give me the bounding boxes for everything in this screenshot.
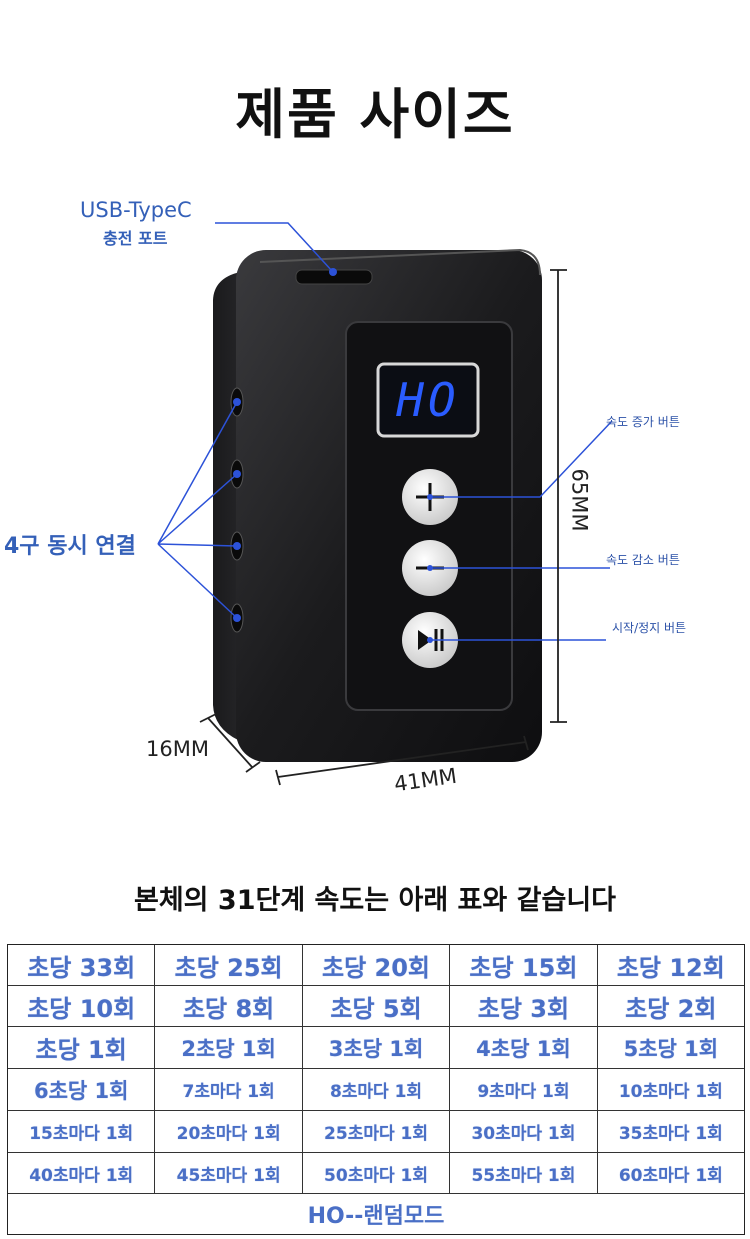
lcd-screen (376, 362, 480, 438)
table-cell: 10초마다 1회 (618, 1082, 723, 1102)
table-row: 6초당 1회 7초마다 1회 8초마다 1회 9초마다 1회 10초마다 1회 (8, 1069, 744, 1111)
table-row: 40초마다 1회 45초마다 1회 50초마다 1회 55초마다 1회 60초마… (8, 1153, 744, 1194)
table-cell: 초당 33회 (8, 945, 156, 985)
table-row: 초당 33회 초당 25회 초당 20회 초당 15회 초당 12회 (8, 945, 744, 986)
table-cell: 초당 1회 (8, 1027, 156, 1068)
table-cell: 30초마다 1회 (450, 1111, 598, 1152)
speed-up-label: 속도 증가 버튼 (606, 415, 680, 429)
table-cell: 초당 25회 (155, 945, 303, 985)
table-cell: 40초마다 1회 (8, 1153, 156, 1193)
ports-label: 4구 동시 연결 (4, 534, 136, 559)
table-cell: 초당 2회 (625, 994, 717, 1023)
table-cell: 9초마다 1회 (450, 1069, 598, 1110)
speed-table-heading: 본체의 31단계 속도는 아래 표와 같습니다 (133, 885, 616, 916)
table-cell: 5초당 1회 (623, 1036, 719, 1061)
usb-port-sublabel: 충전 포트 (103, 229, 168, 248)
table-cell: 초당 10회 (8, 986, 156, 1026)
table-cell: 7초마다 1회 (155, 1069, 303, 1110)
usb-port-label: USB-TypeC (80, 198, 192, 222)
table-cell: 초당 12회 (616, 953, 725, 982)
table-cell: 50초마다 1회 (303, 1153, 451, 1193)
table-cell: 45초마다 1회 (155, 1153, 303, 1193)
table-cell: 20초마다 1회 (155, 1111, 303, 1152)
table-cell: 초당 3회 (450, 986, 598, 1026)
device-illustration (157, 222, 613, 786)
dimension-lines (199, 269, 567, 786)
table-cell: 2초당 1회 (155, 1027, 303, 1068)
table-cell: 6초당 1회 (8, 1069, 156, 1110)
random-mode-cell: HO--랜덤모드 (307, 1204, 445, 1229)
callout-lines (157, 222, 613, 641)
table-cell: 초당 20회 (303, 945, 451, 985)
lcd-display-text: HO (396, 373, 460, 427)
table-row: 초당 1회 2초당 1회 3초당 1회 4초당 1회 5초당 1회 (8, 1027, 744, 1069)
table-cell: 60초마다 1회 (618, 1165, 723, 1186)
table-cell: 8초마다 1회 (303, 1069, 451, 1110)
table-cell: 초당 5회 (303, 986, 451, 1026)
speed-down-label: 속도 감소 버튼 (606, 553, 680, 567)
table-cell: 15초마다 1회 (8, 1111, 156, 1152)
start-stop-label: 시작/정지 버튼 (612, 621, 687, 635)
page-title: 제품 사이즈 (235, 83, 515, 146)
table-cell: 4초당 1회 (450, 1027, 598, 1068)
table-cell: 3초당 1회 (303, 1027, 451, 1068)
speed-table: 초당 33회 초당 25회 초당 20회 초당 15회 초당 12회 초당 10… (7, 944, 745, 1235)
table-cell: 55초마다 1회 (450, 1153, 598, 1193)
table-cell: 35초마다 1회 (618, 1124, 723, 1144)
table-row: 15초마다 1회 20초마다 1회 25초마다 1회 30초마다 1회 35초마… (8, 1111, 744, 1153)
height-dimension: 65MM (567, 468, 592, 532)
depth-dimension: 16MM (146, 737, 209, 761)
table-cell: 25초마다 1회 (303, 1111, 451, 1152)
table-cell: 초당 15회 (450, 945, 598, 985)
table-cell: 초당 8회 (155, 986, 303, 1026)
table-row: 초당 10회 초당 8회 초당 5회 초당 3회 초당 2회 (8, 986, 744, 1027)
